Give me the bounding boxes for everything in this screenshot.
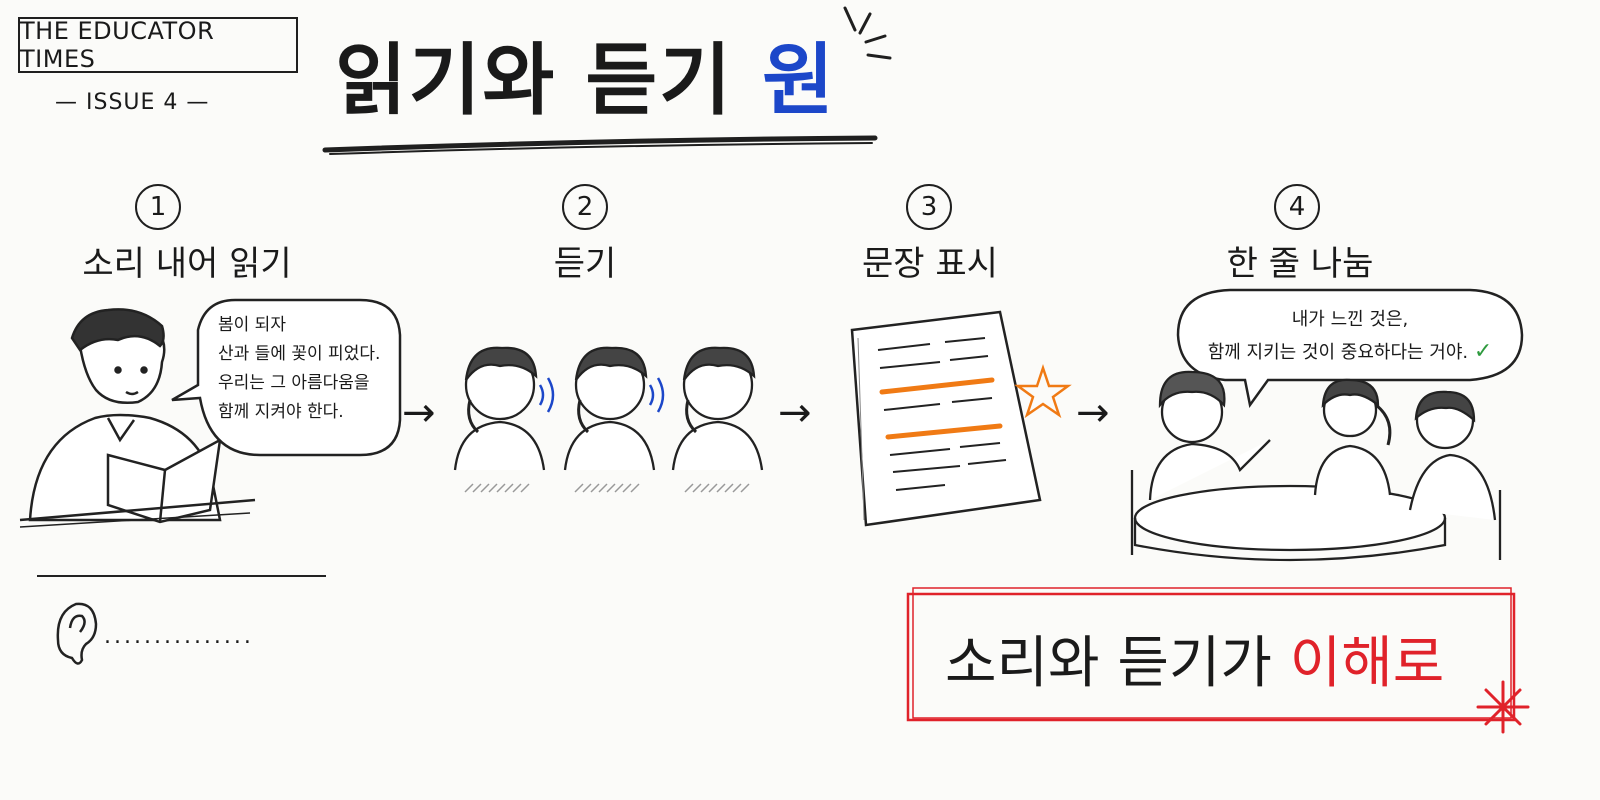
sound-wave-icon <box>538 377 665 413</box>
footer-accent: 이해로 <box>1289 631 1445 696</box>
arrow-icon: → <box>778 390 812 436</box>
step-1-number: 1 <box>135 184 181 230</box>
arrow-icon: → <box>1076 390 1110 436</box>
step-2-number: 2 <box>562 184 608 230</box>
title-main: 읽기와 듣기 <box>335 36 733 126</box>
ear-icon <box>56 602 98 665</box>
page-title: 읽기와 듣기 원 <box>335 18 836 130</box>
group-discussion-illustration <box>1130 370 1502 562</box>
issue-label: — ISSUE 4 — <box>55 90 210 115</box>
masthead-box: THE EDUCATOR TIMES <box>18 17 298 73</box>
note-dots: ............... <box>104 624 254 649</box>
step-4-label: 한 줄 나눔 <box>1226 244 1374 284</box>
footer-slogan: 소리와 듣기가 이해로 <box>945 618 1444 699</box>
step-4-number: 4 <box>1274 184 1320 230</box>
reading-line: 함께 지켜야 한다. <box>218 402 344 422</box>
sharing-line-row: 함께 지키는 것이 중요하다는 거야. ✓ <box>1195 336 1505 369</box>
masthead-name: THE EDUCATOR TIMES <box>20 17 215 73</box>
sharing-line: 함께 지키는 것이 중요하다는 거야. <box>1207 342 1469 363</box>
reading-bubble-text: 봄이 되자 산과 들에 꽃이 피었다. 우리는 그 아름다움을 함께 지켜야 한… <box>218 311 380 427</box>
title-underline <box>322 135 878 153</box>
star-icon <box>1014 364 1072 419</box>
arrow-icon: → <box>402 390 436 436</box>
title-burst-icon <box>843 6 892 60</box>
reading-line: 우리는 그 아름다움을 <box>218 373 370 393</box>
step-3-label: 문장 표시 <box>862 244 998 284</box>
title-accent: 원 <box>762 36 836 126</box>
listening-figures-illustration <box>453 346 764 471</box>
sharing-line: 내가 느낀 것은, <box>1291 309 1409 330</box>
step-3-number: 3 <box>906 184 952 230</box>
reading-line: 산과 들에 꽃이 피었다. <box>218 344 381 364</box>
reading-line: 봄이 되자 <box>218 315 286 335</box>
sparkle-icon <box>1476 680 1530 734</box>
marked-document-illustration <box>850 310 1042 527</box>
sharing-bubble-text: 내가 느낀 것은, 함께 지키는 것이 중요하다는 거야. ✓ <box>1195 304 1505 369</box>
ground-hatching <box>464 483 750 493</box>
footer-main: 소리와 듣기가 <box>945 631 1272 696</box>
step-1-label: 소리 내어 읽기 <box>82 244 292 284</box>
step-2-label: 듣기 <box>553 244 617 284</box>
check-icon: ✓ <box>1473 339 1493 364</box>
